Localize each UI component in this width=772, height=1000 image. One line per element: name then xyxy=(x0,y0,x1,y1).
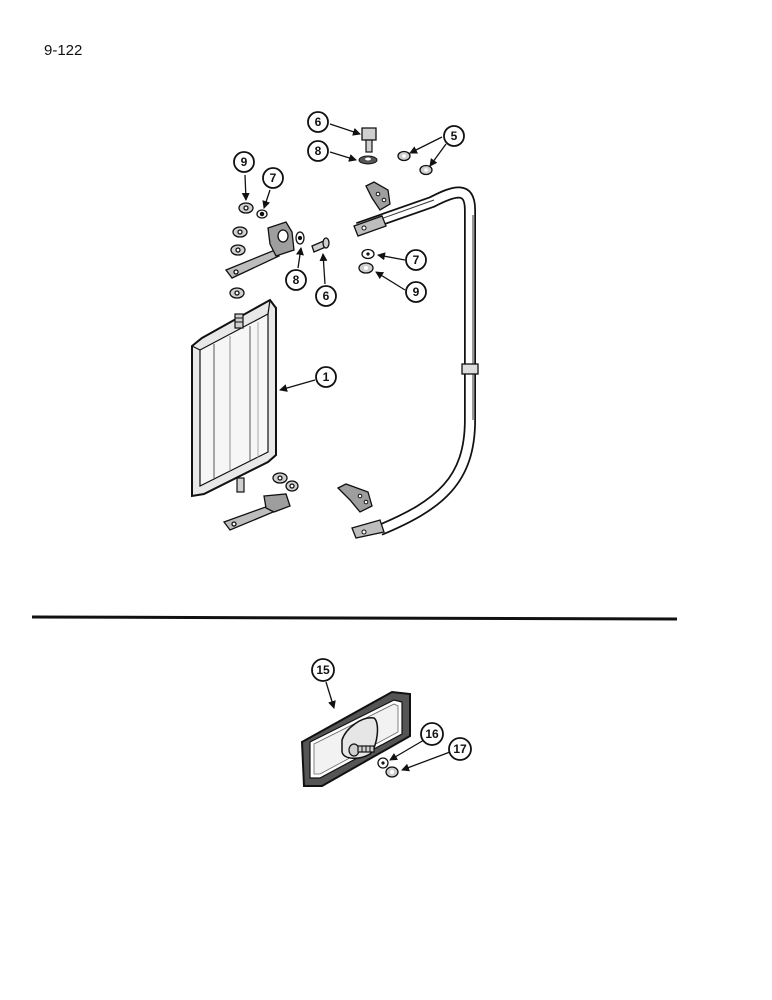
callout-8-top-label: 8 xyxy=(315,144,322,158)
small-mirror-assembly xyxy=(300,690,411,787)
callout-1-label: 1 xyxy=(323,370,330,384)
leader-arrows-lower xyxy=(325,681,451,772)
callout-1: 1 xyxy=(315,366,337,388)
callout-15-label: 15 xyxy=(316,663,330,677)
callout-7-left-label: 7 xyxy=(270,171,277,185)
callout-6-left: 6 xyxy=(315,285,337,307)
mirror-assembly xyxy=(191,298,277,498)
callout-9-right: 9 xyxy=(405,281,427,303)
callout-6-left-label: 6 xyxy=(323,289,330,303)
callout-9-left: 9 xyxy=(233,151,255,173)
callout-17-label: 17 xyxy=(453,742,467,756)
callout-7-right: 7 xyxy=(405,249,427,271)
callout-8-left: 8 xyxy=(285,269,307,291)
callout-9-left-label: 9 xyxy=(241,155,248,169)
section-divider xyxy=(31,615,678,621)
callout-17: 17 xyxy=(448,737,472,761)
callout-8-left-label: 8 xyxy=(293,273,300,287)
callout-5-label: 5 xyxy=(451,129,458,143)
callout-9-right-label: 9 xyxy=(413,285,420,299)
callout-5: 5 xyxy=(443,125,465,147)
leader-arrows-upper xyxy=(241,123,447,392)
callout-16: 16 xyxy=(420,722,444,746)
callout-6-top: 6 xyxy=(307,111,329,133)
callout-7-left: 7 xyxy=(262,167,284,189)
callout-8-top: 8 xyxy=(307,140,329,162)
callout-7-right-label: 7 xyxy=(413,253,420,267)
upper-hardware xyxy=(222,202,330,531)
callout-6-top-label: 6 xyxy=(315,115,322,129)
callout-16-label: 16 xyxy=(425,727,439,741)
mounting-arm xyxy=(336,127,479,539)
callout-15: 15 xyxy=(311,658,335,682)
page-number: 9-122 xyxy=(44,42,83,59)
